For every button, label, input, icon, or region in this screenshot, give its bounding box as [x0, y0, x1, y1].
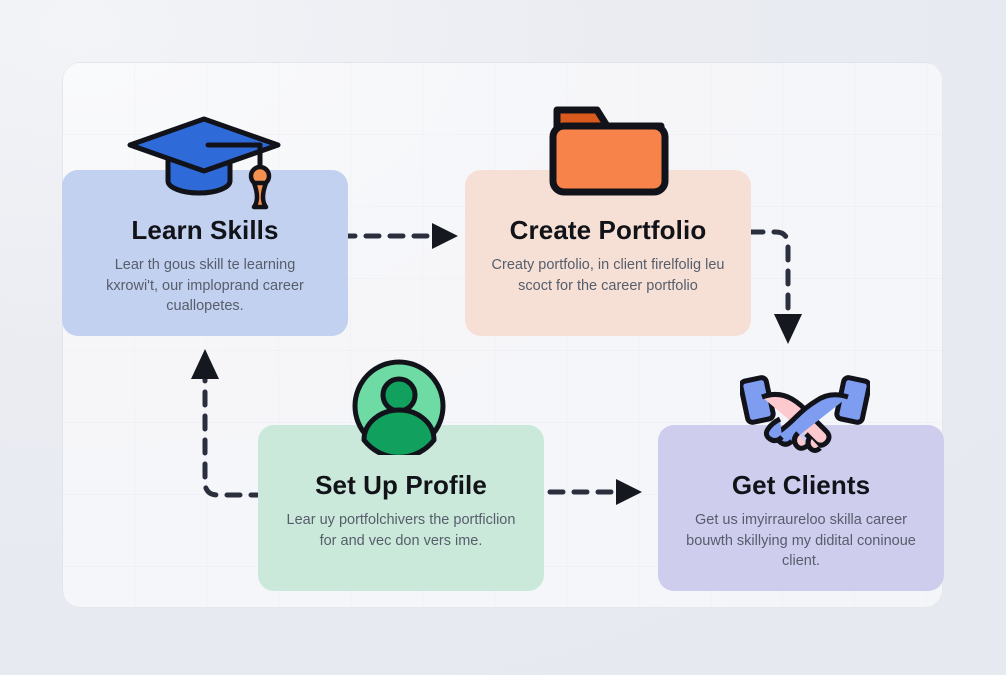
node-title-learn-skills: Learn Skills — [131, 215, 279, 245]
connector-profile-to-learn — [191, 349, 290, 498]
handshake-icon — [740, 375, 870, 453]
node-title-set-up-profile: Set Up Profile — [315, 470, 487, 500]
node-desc-create-portfolio: Creaty portfolio, in client firelfolig l… — [491, 257, 725, 294]
node-desc-learn-skills: Lear th gous skill te learning kxrowi't,… — [106, 257, 304, 315]
user-avatar-icon — [352, 359, 446, 455]
node-title-get-clients: Get Clients — [731, 470, 871, 500]
graduation-cap-icon — [127, 116, 281, 210]
node-title-create-portfolio: Create Portfolio — [509, 215, 707, 245]
folder-icon — [549, 106, 669, 196]
node-desc-get-clients: Get us imyirraureloo skilla career bouwt… — [686, 512, 916, 570]
node-card-create-portfolio[interactable]: Create Portfolio Creaty portfolio, in cl… — [465, 170, 751, 336]
node-desc-set-up-profile: Lear uy portfolchivers the portficlion f… — [286, 512, 516, 549]
connector-learn-to-portfolio — [340, 223, 458, 249]
connector-portfolio-to-clients — [748, 229, 802, 344]
node-card-get-clients[interactable]: Get Clients Get us imyirraureloo skilla … — [658, 425, 944, 591]
node-card-learn-skills[interactable]: Learn Skills Lear th gous skill te learn… — [62, 170, 348, 336]
